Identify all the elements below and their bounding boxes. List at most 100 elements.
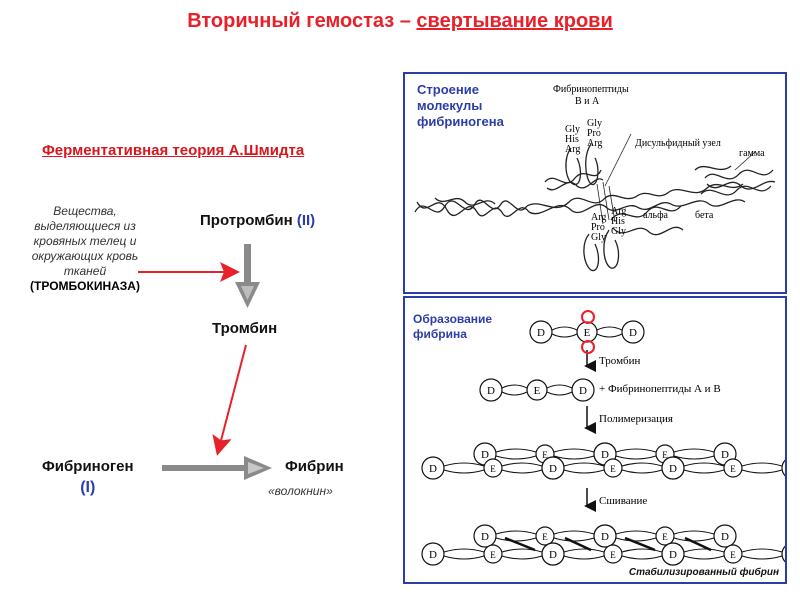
poly-bot-2-e-text: E xyxy=(730,464,736,474)
seq-top2-3: Arg xyxy=(587,138,602,149)
monomer-link xyxy=(741,548,783,560)
xlink-top-1-e-text: E xyxy=(662,532,668,542)
monomer-link xyxy=(553,448,595,460)
poly-top-1-e-text: E xyxy=(662,450,668,460)
fibrinogen-structure-panel: Строение молекулы фибриногена xyxy=(403,72,787,294)
thrombin-action-arrow xyxy=(212,344,247,456)
peptides-step-label: + Фибринопептиды А и В xyxy=(599,383,721,395)
poly-bot-1-e-node xyxy=(603,458,623,478)
seq-top-2: His xyxy=(565,134,579,145)
xlink-bot-2-d2-node xyxy=(781,545,785,563)
monomer-link xyxy=(741,462,783,474)
xlink-top-1-d2-text: D xyxy=(721,531,729,543)
molecule-coils xyxy=(414,143,776,272)
xlink-top-1-e-node xyxy=(655,526,675,546)
xlink-bot-1-e-text: E xyxy=(610,550,616,560)
monomer-link xyxy=(673,448,715,460)
xlink-bot-0-e-node xyxy=(483,544,503,564)
fibrinogen-d1-node xyxy=(529,320,553,344)
seq-top-3: Arg xyxy=(565,144,580,155)
fibrin-label: Фибрин xyxy=(285,458,344,475)
monomer-link xyxy=(443,548,485,560)
monomer-link xyxy=(596,326,623,338)
fibrinogen-to-fibrin-arrow xyxy=(162,456,272,480)
alpha-label: альфа xyxy=(643,210,669,221)
poly-bot-2-d1-node xyxy=(661,456,685,480)
seq-bot-1: Arg xyxy=(591,212,606,223)
poly-bot-0-e-text: E xyxy=(490,464,496,474)
monomer-link xyxy=(615,448,657,460)
fibrin-monomer-d1-node xyxy=(479,378,503,402)
prothrombin-name: Протромбин xyxy=(200,212,297,229)
fibrin-monomers: DEDDEDDEDDEDDEDDEDDEDDEDDEDDEDDEDDED xyxy=(421,320,785,566)
poly-top-0-e-text: E xyxy=(542,450,548,460)
thrombokinase-label: (ТРОМБОКИНАЗА) xyxy=(30,279,140,293)
poly-bot-1-e-text: E xyxy=(610,464,616,474)
page-title-part2: свертывание крови xyxy=(416,10,613,32)
monomer-link xyxy=(615,530,657,542)
xlink-top-0-d1-text: D xyxy=(481,531,489,543)
fibrinogen-molecule-drawing: Фибринопептиды В и А Дисульфидный узел г… xyxy=(414,84,776,272)
fibrin-formation-panel: Образование фибрина DEDDEDDEDDEDDEDDEDDE… xyxy=(403,296,787,584)
xlink-top-1-d1-text: D xyxy=(601,531,609,543)
seq-bot2-1: Arg xyxy=(611,206,626,217)
xlink-bot-0-d1-text: D xyxy=(429,549,437,561)
monomer-link xyxy=(501,462,543,474)
crosslink-bar xyxy=(684,536,712,552)
xlink-bot-1-d1-node xyxy=(541,542,565,566)
monomer-link xyxy=(563,548,605,560)
beta-label: бета xyxy=(695,210,714,221)
fibrin-monomer-e-text: E xyxy=(534,385,541,397)
theory-title: Ферментативная теория А.Шмидта xyxy=(42,142,305,159)
fibrinogen-d1-text: D xyxy=(537,327,545,339)
fibrin-monomer-d1-text: D xyxy=(487,385,495,397)
seq-bot2-3: Gly xyxy=(611,226,626,237)
xlink-bot-1-e-node xyxy=(603,544,623,564)
crosslink-bar xyxy=(624,536,656,552)
prothrombin-label: Протромбин (II) xyxy=(200,212,315,229)
substances-text: Вещества, выделяющиеся из кровяных телец… xyxy=(31,204,139,278)
fibrinogen-number: (I) xyxy=(80,479,96,496)
fibrinogen-e-text: E xyxy=(584,327,591,339)
monomer-link xyxy=(443,462,485,474)
monomer-link xyxy=(673,530,715,542)
prothrombin-number: (II) xyxy=(296,212,316,229)
xlink-bot-0-d1-node xyxy=(421,542,445,566)
xlink-bot-1-d1-text: D xyxy=(549,549,557,561)
fibrin-monomer-d2-node xyxy=(571,378,595,402)
disulfide-knot-label: Дисульфидный узел xyxy=(635,138,721,149)
seq-bot-2: Pro xyxy=(591,222,605,233)
xlink-bot-2-e-node xyxy=(723,544,743,564)
xlink-top-0-e-node xyxy=(535,526,555,546)
poly-bot-2-d2-node xyxy=(781,459,785,477)
cleavage-site-top xyxy=(581,310,595,324)
xlink-bot-2-d1-node xyxy=(661,542,685,566)
poly-bot-0-d1-text: D xyxy=(429,463,437,475)
substances-note: Вещества, выделяющиеся из кровяных телец… xyxy=(10,204,160,294)
monomer-link xyxy=(501,384,528,396)
xlink-bot-2-d1-text: D xyxy=(669,549,677,561)
monomer-link xyxy=(553,530,595,542)
xlink-top-1-d2-node xyxy=(713,524,737,548)
poly-bot-2-d1-text: D xyxy=(669,463,677,475)
b-and-a-label: В и А xyxy=(575,96,600,107)
poly-top-0-d1-text: D xyxy=(481,449,489,461)
thrombin-label: Тромбин xyxy=(212,320,278,337)
poly-top-1-d2-text: D xyxy=(721,449,729,461)
monomer-link xyxy=(683,548,725,560)
xlink-bot-2-e-text: E xyxy=(730,550,736,560)
poly-bot-2-e-node xyxy=(723,458,743,478)
prothrombin-to-thrombin-arrow xyxy=(235,244,260,308)
polymerization-label: Полимеризация xyxy=(599,413,673,425)
cleavage-site-bottom xyxy=(581,340,595,354)
monomer-link xyxy=(501,548,543,560)
stabilized-fibrin-label: Стабилизированный фибрин xyxy=(628,567,779,578)
fibrinogen-d2-node xyxy=(621,320,645,344)
seq-top2-2: Pro xyxy=(587,128,601,139)
page-title-part1: Вторичный гемостаз – xyxy=(187,10,417,32)
poly-top-1-d1-text: D xyxy=(601,449,609,461)
gamma-label: гамма xyxy=(739,148,765,159)
crosslink-bar xyxy=(564,536,592,552)
crosslink-bar xyxy=(504,536,536,552)
seq-top2-1: Gly xyxy=(587,118,602,129)
